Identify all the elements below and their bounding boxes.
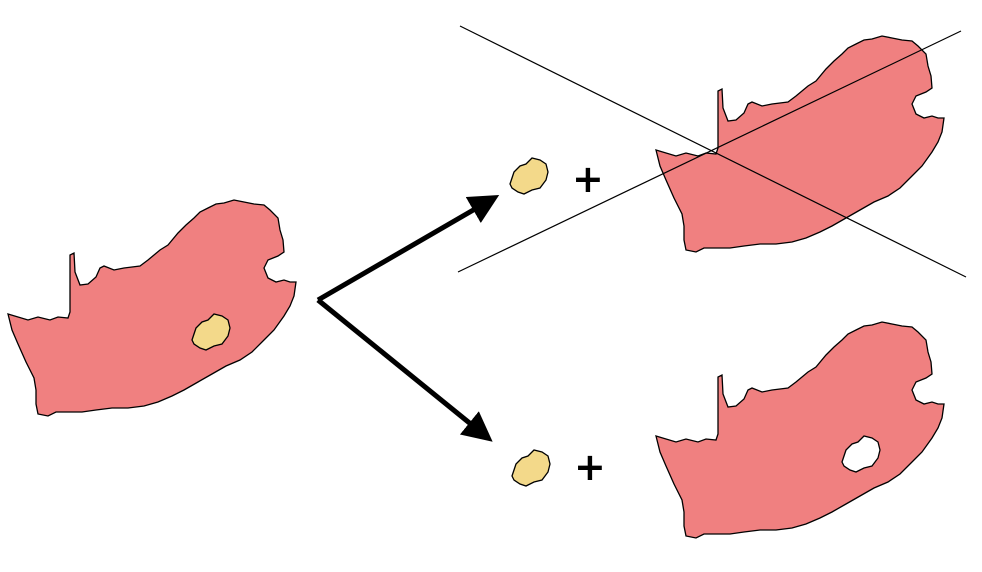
cross-line-1 (459, 25, 967, 278)
plus-sign-bottom: + (574, 445, 606, 489)
cross-line-2 (457, 30, 962, 273)
arrow-to-top-option (316, 194, 500, 303)
incorrect-option (457, 25, 967, 278)
south-africa-with-hole (655, 321, 945, 539)
lesotho-piece (509, 157, 549, 195)
correct-option (511, 321, 945, 539)
branch-arrows (316, 194, 500, 442)
south-africa-shape (7, 199, 297, 417)
original-map (7, 199, 297, 417)
arrow-to-bottom-option (316, 298, 493, 442)
plus-sign-top: + (572, 157, 604, 201)
lesotho-piece (511, 449, 551, 487)
